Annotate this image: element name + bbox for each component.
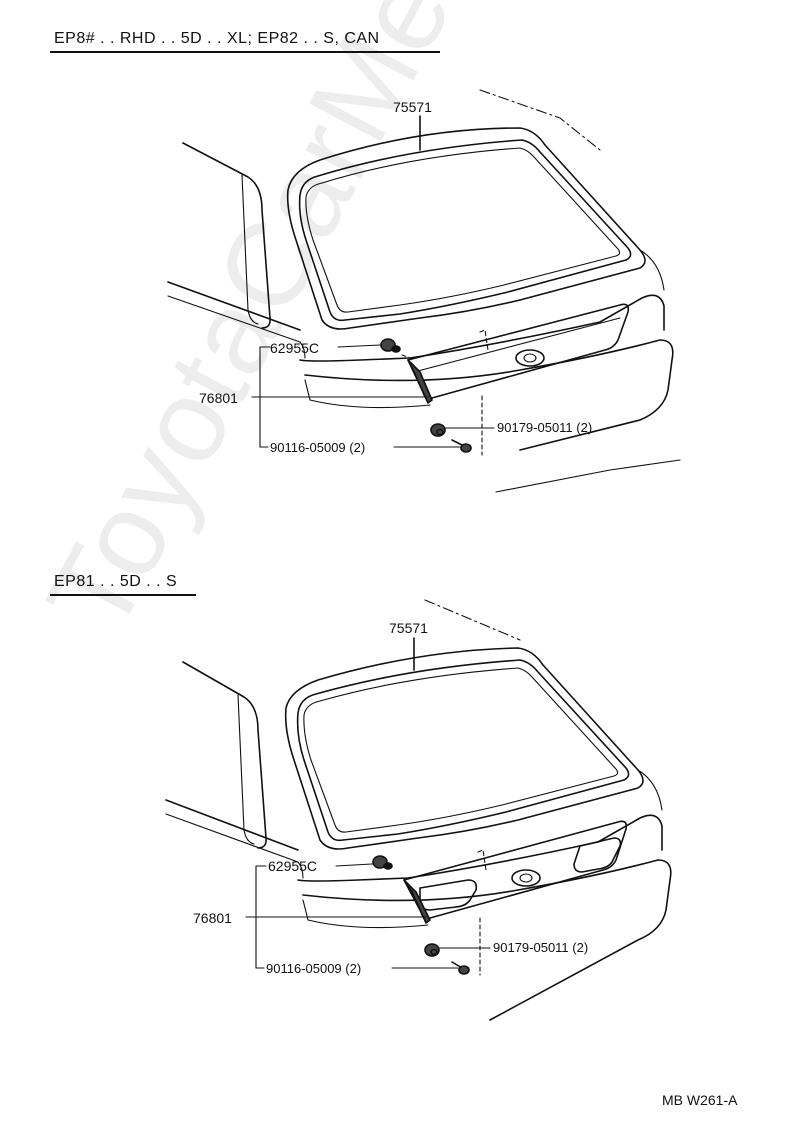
top-body-side2 [167, 295, 306, 359]
bottom-garnish-piece [403, 879, 431, 924]
bottom-car-illustration [165, 599, 672, 1021]
top-label-62955c: 62955C [270, 340, 320, 356]
top-garnish-strip [413, 317, 621, 373]
bottom-body-right [637, 769, 663, 811]
top-label-76801: 76801 [199, 390, 238, 406]
bottom-label-90116: 90116-05009 (2) [266, 961, 362, 976]
bottom-screw-part [451, 961, 470, 975]
bottom-leader-62955c [335, 863, 373, 867]
top-dash-ref3 [401, 354, 411, 359]
drawing-code: MB W261-A [662, 1092, 738, 1108]
top-section-heading: EP8# . . RHD . . 5D . . XL; EP82 . . S, … [54, 30, 380, 47]
top-rear-glass [298, 139, 632, 322]
top-dash-ref [479, 329, 489, 351]
top-leader-62955c [337, 344, 381, 348]
top-body-side [167, 281, 301, 331]
bottom-emblem [511, 869, 541, 887]
bottom-body-side [165, 799, 299, 851]
top-hatch-outer [286, 127, 646, 330]
bottom-bumper [302, 859, 672, 1021]
top-lower-body [299, 294, 665, 362]
bottom-dash-ref [477, 849, 487, 871]
top-emblem-inner [523, 353, 537, 363]
top-car-illustration [167, 89, 681, 493]
bottom-label-62955c: 62955C [268, 858, 318, 874]
bottom-hatch-outer [284, 647, 644, 850]
top-emblem [515, 349, 545, 367]
top-label-90116: 90116-05009 (2) [270, 440, 366, 455]
top-body-right [639, 249, 665, 291]
top-rear-glass-inner [305, 147, 621, 313]
top-clip-part [380, 338, 401, 353]
bottom-nut-part [424, 943, 440, 957]
bottom-label-75571: 75571 [389, 620, 428, 636]
bottom-label-90179: 90179-05011 (2) [493, 940, 589, 955]
bottom-lower-body [297, 814, 663, 882]
bottom-emblem-inner [519, 873, 533, 883]
top-garnish-panel [407, 303, 630, 400]
top-bumper [304, 339, 674, 451]
top-roof-line [182, 142, 271, 329]
bottom-rear-glass [296, 659, 630, 842]
bottom-rear-glass-inner [303, 667, 619, 833]
top-label-90179: 90179-05011 (2) [497, 420, 593, 435]
bottom-clip-part [372, 855, 393, 870]
bottom-roof-line [182, 661, 267, 849]
top-label-75571: 75571 [393, 99, 432, 115]
bottom-chain-line [424, 599, 521, 641]
top-heading-underline [50, 51, 440, 53]
bottom-body-side2 [165, 813, 304, 879]
top-screw-part [451, 439, 472, 453]
bottom-heading-underline [50, 594, 196, 596]
top-side-pillar [241, 174, 259, 325]
top-chain-line [479, 89, 601, 151]
bottom-lamp-left [419, 879, 478, 911]
top-nut-part [430, 423, 446, 437]
top-bumper-lower [304, 379, 431, 409]
bottom-side-pillar [237, 694, 255, 845]
bottom-label-76801: 76801 [193, 910, 232, 926]
bottom-lamp-right [573, 837, 622, 873]
bottom-section-heading: EP81 . . 5D . . S [54, 573, 178, 590]
top-garnish-piece [407, 359, 433, 404]
top-chain-line2 [495, 459, 681, 493]
bottom-bumper-lower [302, 899, 429, 929]
